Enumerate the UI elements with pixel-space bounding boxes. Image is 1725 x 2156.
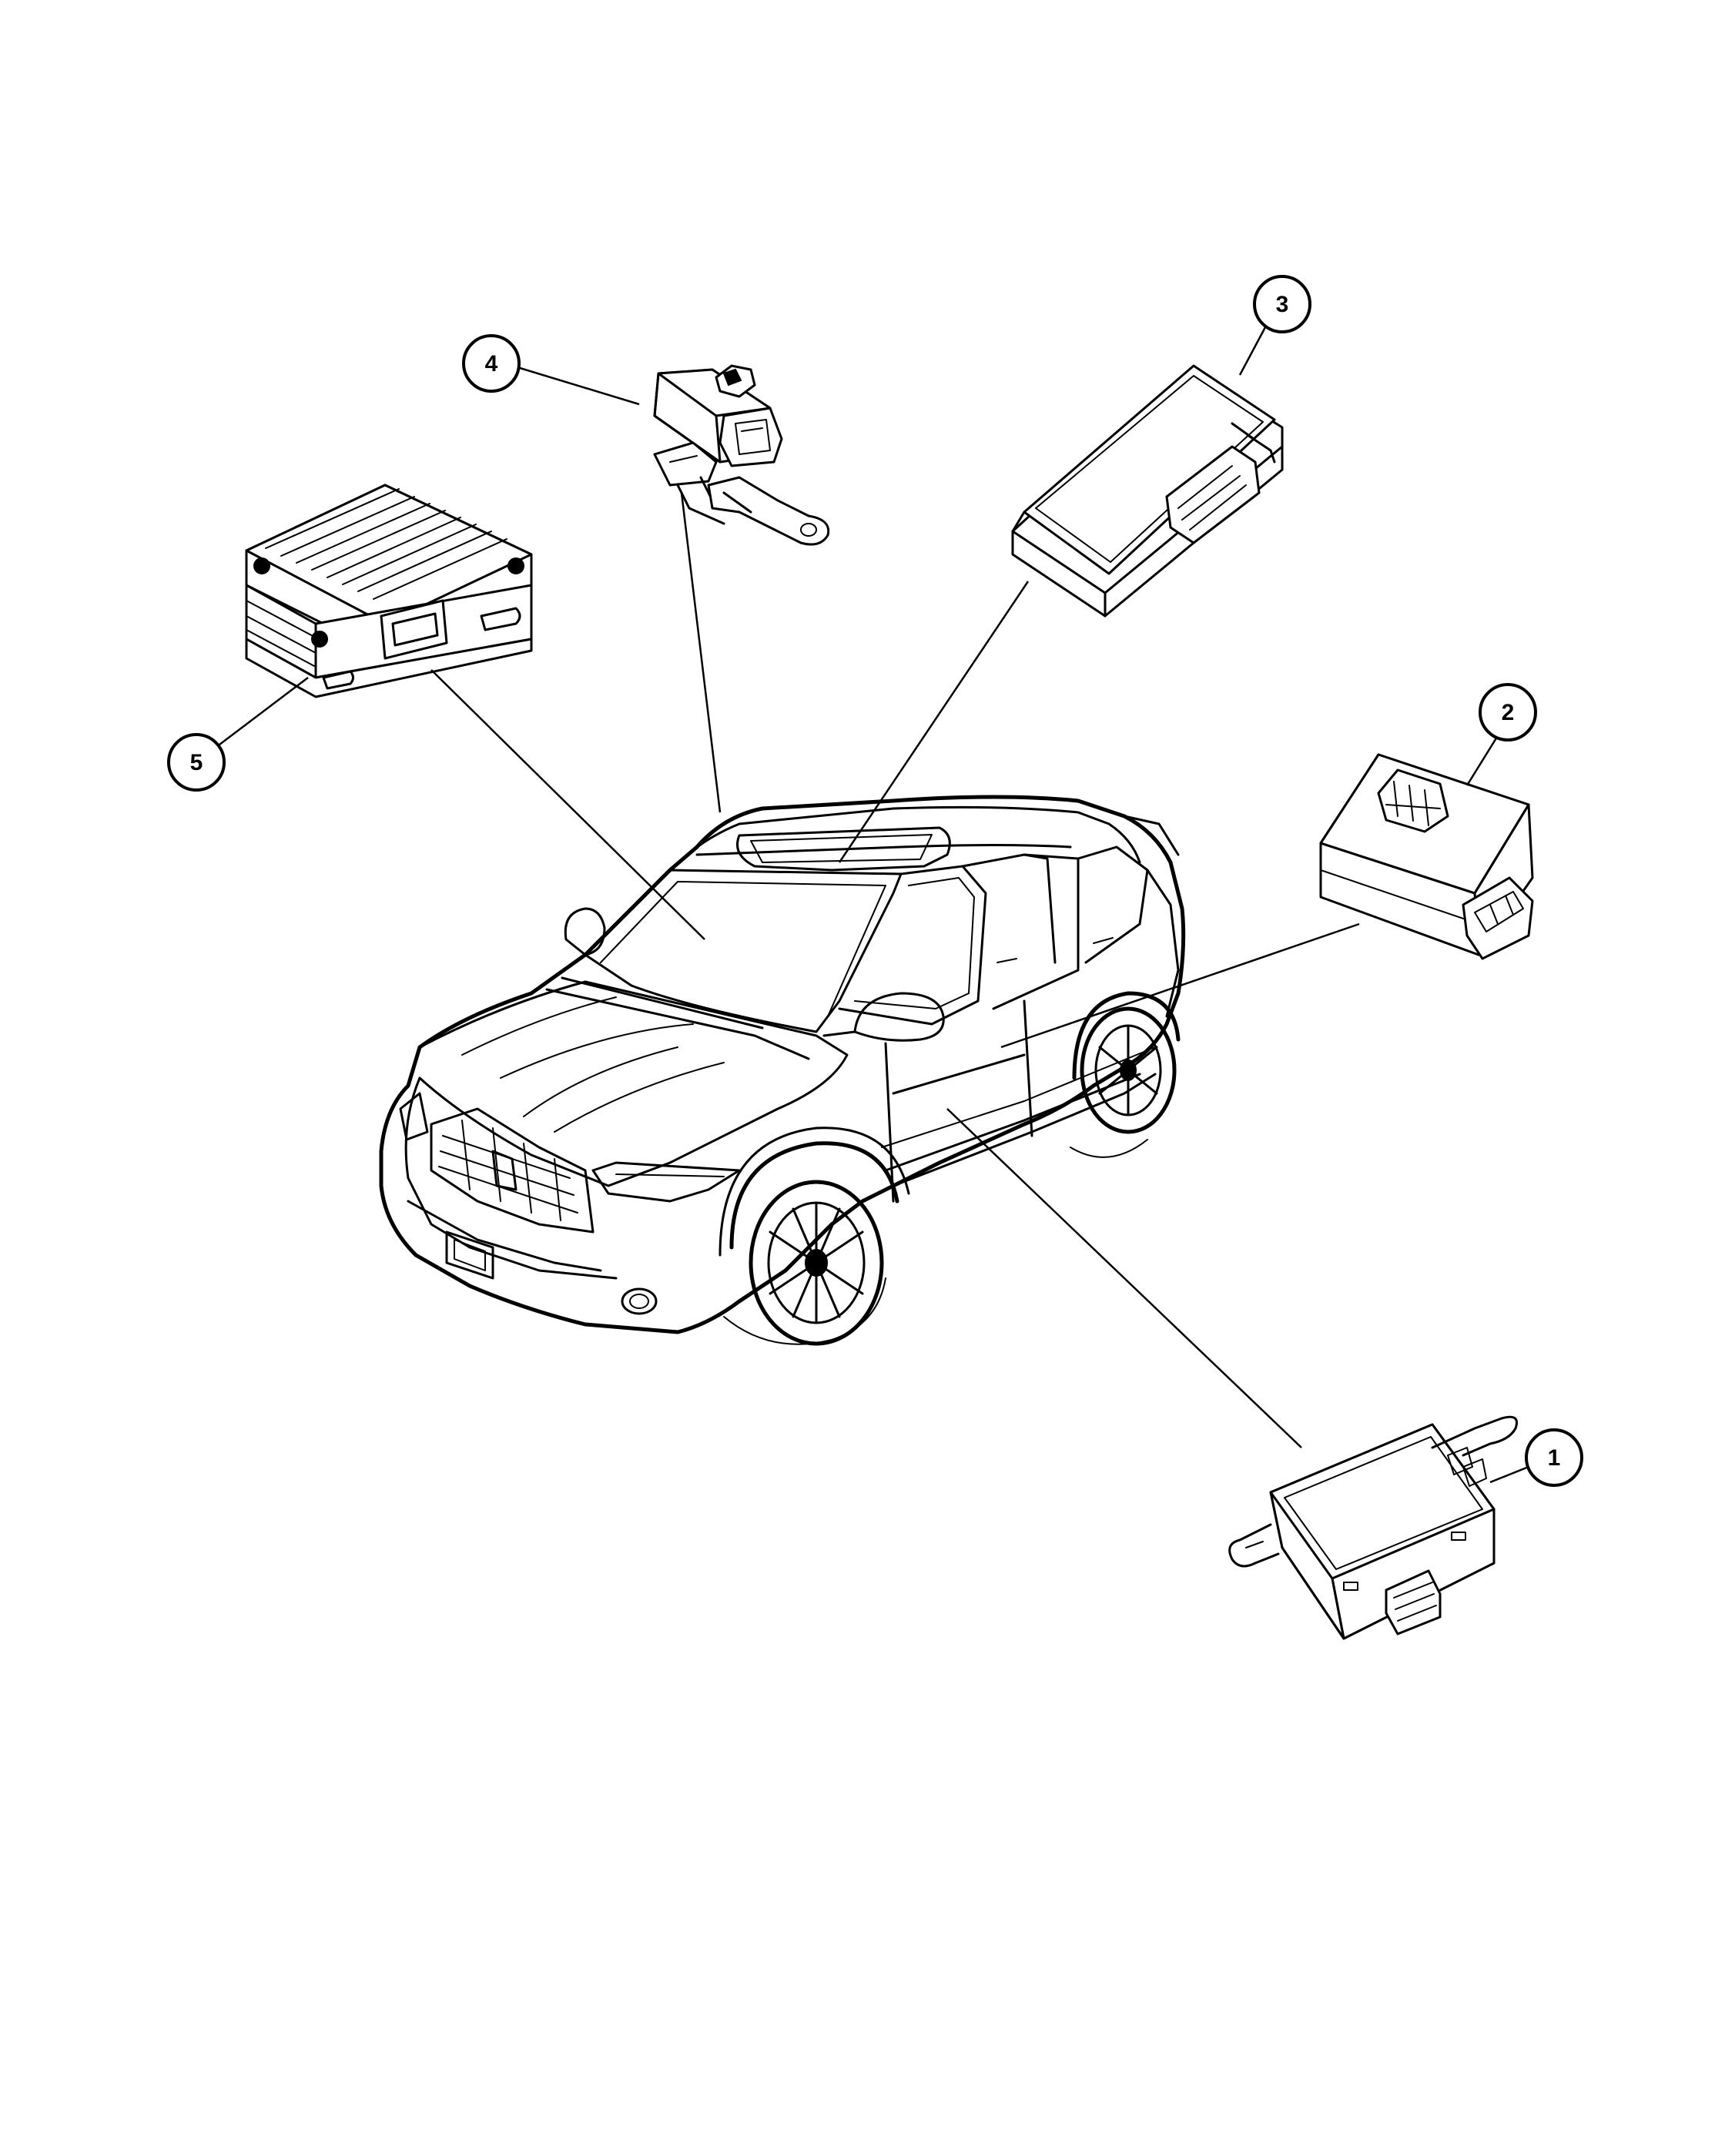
callout-3: 3 [1253,275,1311,333]
callout-5-label: 5 [190,750,203,775]
part-1-module [1228,1415,1518,1640]
callout-5: 5 [167,733,226,792]
part-2-module [1319,753,1534,960]
vehicle-illustration [379,795,1186,1346]
callout-2-label: 2 [1502,700,1515,725]
part-3-module [1011,364,1284,618]
part-5-amplifier [245,484,533,698]
callout-1-label: 1 [1548,1445,1561,1471]
callout-3-label: 3 [1276,292,1289,317]
callout-2: 2 [1479,683,1537,742]
part-4-sensor [653,364,830,546]
callout-4-label: 4 [485,351,498,377]
callout-1: 1 [1525,1428,1583,1487]
callout-4: 4 [462,334,521,393]
leader-lines [219,326,1529,1484]
